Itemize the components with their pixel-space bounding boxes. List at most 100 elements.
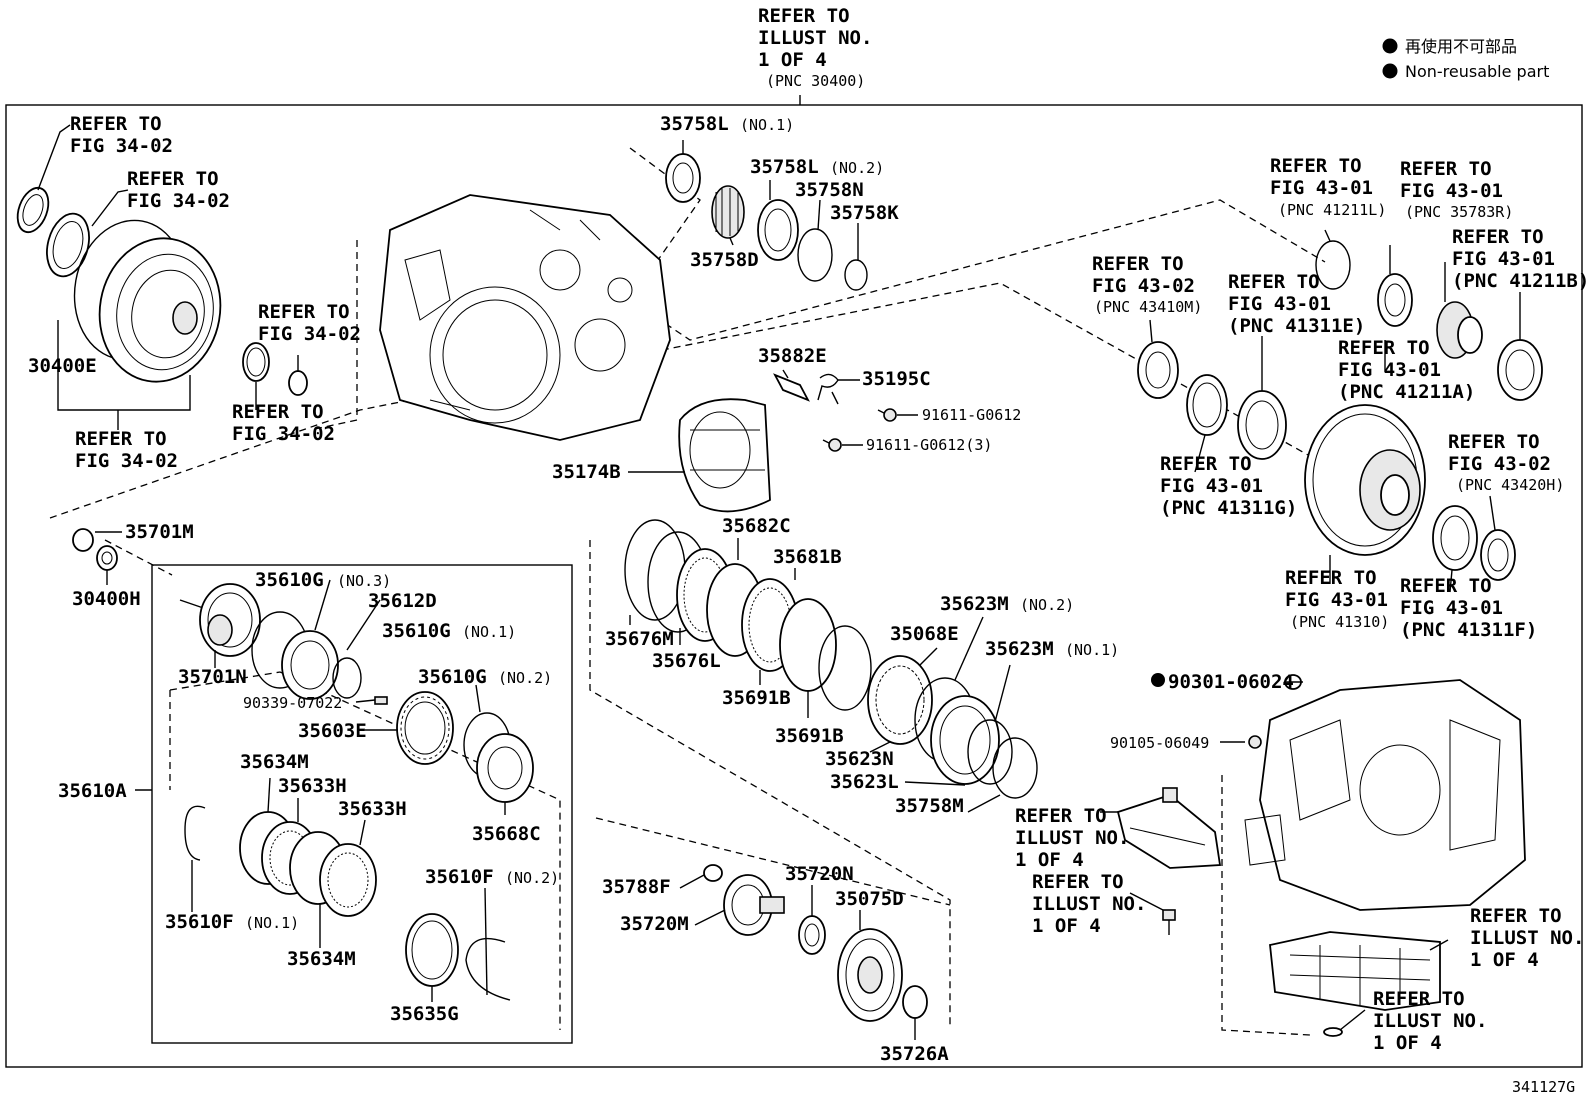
label-ref-41311F: REFER TO bbox=[1400, 575, 1492, 597]
label-ref-41311G: REFER TO bbox=[1160, 453, 1252, 475]
ring-35758k-icon bbox=[844, 259, 868, 291]
label-ref-43410M: (PNC 43410M) bbox=[1094, 298, 1202, 316]
label-ref-43420H: FIG 43-02 bbox=[1448, 453, 1551, 475]
label-p35068E: 35068E bbox=[890, 623, 959, 645]
label-ref-41310: FIG 43-01 bbox=[1285, 589, 1388, 611]
legend-en: Non-reusable part bbox=[1405, 62, 1549, 81]
label-p35603E: 35603E bbox=[298, 720, 367, 742]
label-p35075D: 35075D bbox=[835, 888, 904, 910]
label-ref-fig3402-b: REFER TO bbox=[127, 168, 219, 190]
label-p35676M: 35676M bbox=[605, 628, 674, 650]
seal-35788f-icon bbox=[703, 864, 723, 882]
svg-text:1 OF 4: 1 OF 4 bbox=[758, 49, 827, 71]
label-p35610G1: 35610G bbox=[382, 620, 451, 642]
label-ref-fig3402-e: FIG 34-02 bbox=[75, 450, 178, 472]
transaxle-assembly-icon bbox=[1244, 679, 1526, 911]
label-ref-fig3402-c: FIG 34-02 bbox=[258, 323, 361, 345]
valve-body-icon bbox=[1269, 931, 1441, 1011]
bearing-41311f-icon bbox=[1432, 505, 1478, 571]
label-ref-illust-c: REFER TO bbox=[1470, 905, 1562, 927]
strainer-bolt-icon bbox=[1162, 909, 1176, 935]
label-ref-fig3402-b: FIG 34-02 bbox=[127, 190, 230, 212]
seal-ring-34-02-icon bbox=[16, 186, 50, 234]
o-ring-35701m-icon bbox=[72, 528, 94, 552]
label-p35676L: 35676L bbox=[652, 650, 721, 672]
label-ref-fig3402-d: REFER TO bbox=[232, 401, 324, 423]
label-p90301: 90301-06024 bbox=[1168, 671, 1294, 693]
legend: 再使用不可部品 Non-reusable part bbox=[1382, 37, 1549, 81]
ring-35758m-icon bbox=[992, 737, 1038, 799]
label-p35623N: 35623N bbox=[825, 748, 894, 770]
label-ref-41311G: FIG 43-01 bbox=[1160, 475, 1263, 497]
label-ref-41311G: (PNC 41311G) bbox=[1160, 497, 1297, 519]
label-p35610F2: 35610F bbox=[425, 866, 494, 888]
snap-ring-35610f-no1-icon bbox=[184, 805, 206, 861]
oil-receiver-35174b-icon bbox=[678, 398, 771, 513]
label-ref-fig3402-e: REFER TO bbox=[75, 428, 167, 450]
bearing-35758l-no2-icon bbox=[757, 199, 799, 261]
label-p35623M1: (NO.1) bbox=[1065, 641, 1119, 659]
driven-gear-41211b-icon bbox=[1436, 301, 1483, 359]
label-ref-41211A: REFER TO bbox=[1338, 337, 1430, 359]
label-ref-41211A: (PNC 41211A) bbox=[1338, 381, 1475, 403]
label-ref-41310: (PNC 41310) bbox=[1290, 613, 1389, 631]
label-p90105: 90105-06049 bbox=[1110, 734, 1209, 752]
label-p35610F1: (NO.1) bbox=[245, 914, 299, 932]
planetary-35720m-icon bbox=[723, 874, 785, 936]
label-p35634Mb: 35634M bbox=[287, 948, 356, 970]
label-ref-fig3402-c: REFER TO bbox=[258, 301, 350, 323]
label-ref-43410M: REFER TO bbox=[1092, 253, 1184, 275]
label-ref-fig3402-a: REFER TO bbox=[70, 113, 162, 135]
label-ref-illust-b: 1 OF 4 bbox=[1032, 915, 1101, 937]
label-p35610F1: 35610F bbox=[165, 911, 234, 933]
label-p35635G: 35635G bbox=[390, 1003, 459, 1025]
label-p35758M: 35758M bbox=[895, 795, 964, 817]
ring-35635g-icon bbox=[405, 913, 459, 987]
input-shaft-35701n-icon bbox=[179, 583, 261, 657]
ring-35758n-icon bbox=[797, 228, 833, 282]
label-p35633Hb: 35633H bbox=[338, 798, 407, 820]
label-ref-fig3402-d: FIG 34-02 bbox=[232, 423, 335, 445]
label-p35612D: 35612D bbox=[368, 590, 437, 612]
piston-35623n-icon bbox=[930, 695, 1000, 785]
label-p35701M: 35701M bbox=[125, 521, 194, 543]
oil-seal-34-02-icon bbox=[46, 212, 90, 278]
label-ref-illust-d: ILLUST NO. bbox=[1373, 1010, 1487, 1032]
label-ref-35783R: FIG 43-01 bbox=[1400, 180, 1503, 202]
label-p90339: 90339-07022 bbox=[243, 694, 342, 712]
label-p35634Ma: 35634M bbox=[240, 751, 309, 773]
label-p35633Ha: 35633H bbox=[278, 775, 347, 797]
label-p35668C: 35668C bbox=[472, 823, 541, 845]
label-p35691Bb: 35691B bbox=[775, 725, 844, 747]
label-ref-41211B: FIG 43-01 bbox=[1452, 248, 1555, 270]
label-p35623M2: 35623M bbox=[940, 593, 1009, 615]
pin-90339-icon bbox=[374, 696, 388, 705]
ring-35610g-no1-icon bbox=[332, 657, 362, 699]
washer-35720n-icon bbox=[798, 915, 826, 955]
clip-35195c-icon bbox=[817, 373, 839, 405]
labels: REFER TO FIG 34-02 REFER TO FIG 34-02 RE… bbox=[28, 113, 1589, 1065]
label-p30400H: 30400H bbox=[72, 588, 141, 610]
label-p35195C: 35195C bbox=[862, 368, 931, 390]
clutch-plates-icon bbox=[239, 811, 377, 917]
transaxle-housing-icon bbox=[379, 194, 671, 441]
seal-43420h-icon bbox=[1480, 529, 1516, 581]
bearing-35758l-no1-icon bbox=[665, 153, 701, 203]
label-p35610A: 35610A bbox=[58, 780, 127, 802]
label-ref-43410M: FIG 43-02 bbox=[1092, 275, 1195, 297]
ring-gear-41310-icon bbox=[1304, 404, 1426, 556]
leader-lines bbox=[37, 124, 1521, 1040]
torque-converter-icon bbox=[73, 219, 222, 383]
label-p35882E: 35882E bbox=[758, 345, 827, 367]
label-p35610G2: 35610G bbox=[418, 666, 487, 688]
diagram-frame bbox=[5, 104, 1583, 1068]
label-p35610G2: (NO.2) bbox=[498, 669, 552, 687]
snap-ring-35610f-no2-icon bbox=[465, 937, 511, 1001]
label-ref-illust-b: REFER TO bbox=[1032, 871, 1124, 893]
figure-id: 341127G bbox=[1512, 1078, 1575, 1096]
label-p35682C: 35682C bbox=[722, 515, 791, 537]
bearing-41211b-icon bbox=[1497, 339, 1543, 401]
label-p35623L: 35623L bbox=[830, 771, 899, 793]
label-ref-41211A: FIG 43-01 bbox=[1338, 359, 1441, 381]
